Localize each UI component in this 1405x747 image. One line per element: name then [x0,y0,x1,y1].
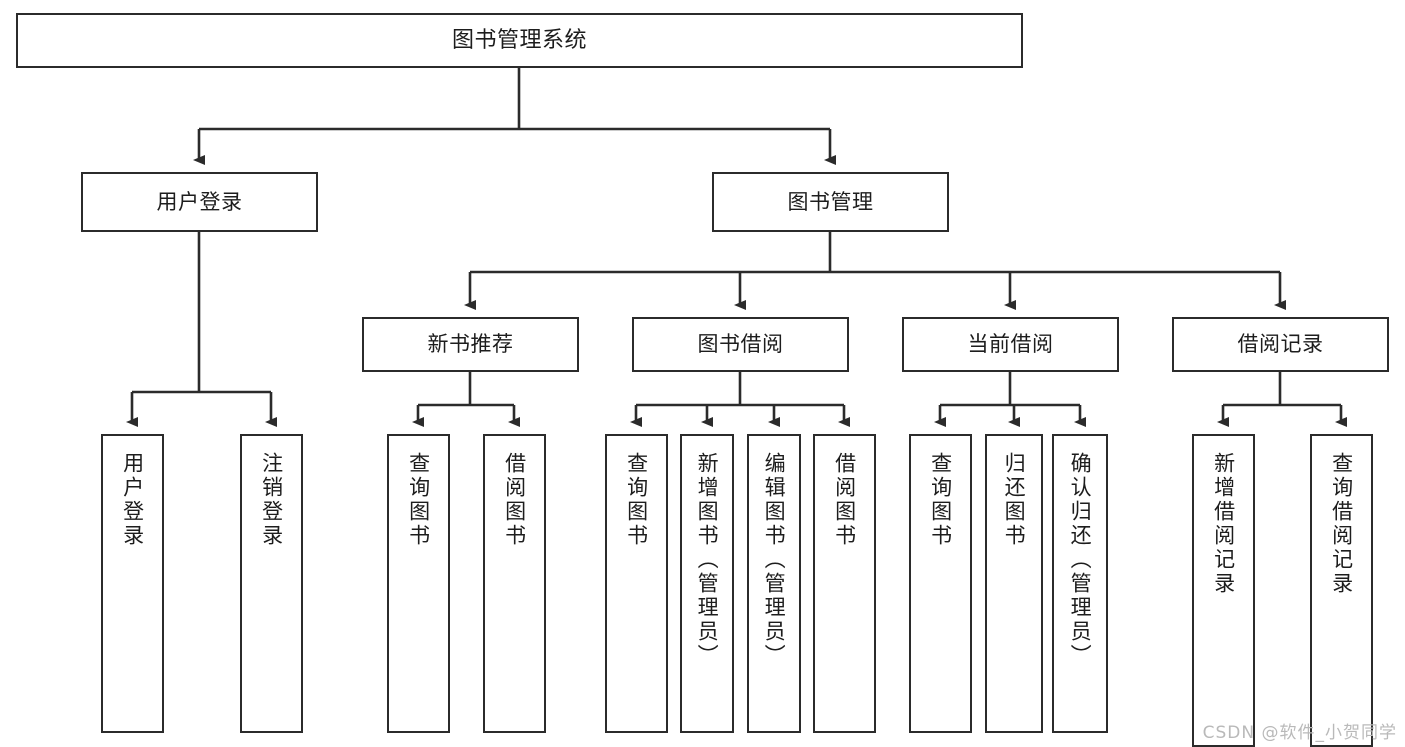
leaf-current-confirm-return-admin[interactable]: 确认归还（管理员） [1052,434,1108,733]
leaf-user-logout[interactable]: 注销登录 [240,434,303,733]
leaf-borrow-add-book-admin-label: 新增图书（管理员） [695,452,720,668]
leaf-recommend-query-book[interactable]: 查询图书 [387,434,450,733]
node-new-book-recommend-label: 新书推荐 [427,332,514,357]
node-current-borrow[interactable]: 当前借阅 [902,317,1119,372]
leaf-recommend-query-book-label: 查询图书 [406,452,431,548]
node-root[interactable]: 图书管理系统 [16,13,1023,68]
leaf-current-confirm-return-admin-label: 确认归还（管理员） [1068,452,1093,668]
leaf-borrow-add-book-admin[interactable]: 新增图书（管理员） [680,434,734,733]
leaf-record-add-borrow-record-label: 新增借阅记录 [1211,452,1236,596]
leaf-borrow-edit-book-admin-label: 编辑图书（管理员） [762,452,787,668]
leaf-user-login[interactable]: 用户登录 [101,434,164,733]
node-user-login[interactable]: 用户登录 [81,172,318,232]
node-borrow-record-label: 借阅记录 [1237,332,1324,357]
node-current-borrow-label: 当前借阅 [967,332,1054,357]
leaf-borrow-borrow-book-label: 借阅图书 [832,452,857,548]
node-new-book-recommend[interactable]: 新书推荐 [362,317,579,372]
node-book-borrow[interactable]: 图书借阅 [632,317,849,372]
leaf-borrow-edit-book-admin[interactable]: 编辑图书（管理员） [747,434,801,733]
csdn-watermark: CSDN @软件_小贺同学 [1202,723,1397,743]
node-book-borrow-label: 图书借阅 [697,332,784,357]
node-user-login-label: 用户登录 [156,189,243,214]
node-borrow-record[interactable]: 借阅记录 [1172,317,1389,372]
leaf-current-return-book-label: 归还图书 [1002,452,1027,548]
node-book-manage-label: 图书管理 [787,189,874,214]
leaf-record-query-borrow-record-label: 查询借阅记录 [1329,452,1354,596]
node-root-label: 图书管理系统 [451,27,587,53]
leaf-recommend-borrow-book[interactable]: 借阅图书 [483,434,546,733]
leaf-user-login-label: 用户登录 [120,452,145,548]
leaf-borrow-query-book-label: 查询图书 [624,452,649,548]
leaf-current-query-book-label: 查询图书 [928,452,953,548]
leaf-borrow-query-book[interactable]: 查询图书 [605,434,668,733]
leaf-borrow-borrow-book[interactable]: 借阅图书 [813,434,876,733]
leaf-record-query-borrow-record[interactable]: 查询借阅记录 [1310,434,1373,747]
leaf-recommend-borrow-book-label: 借阅图书 [502,452,527,548]
leaf-user-logout-label: 注销登录 [259,452,284,548]
leaf-current-return-book[interactable]: 归还图书 [985,434,1043,733]
leaf-record-add-borrow-record[interactable]: 新增借阅记录 [1192,434,1255,747]
node-book-manage[interactable]: 图书管理 [712,172,949,232]
leaf-current-query-book[interactable]: 查询图书 [909,434,972,733]
